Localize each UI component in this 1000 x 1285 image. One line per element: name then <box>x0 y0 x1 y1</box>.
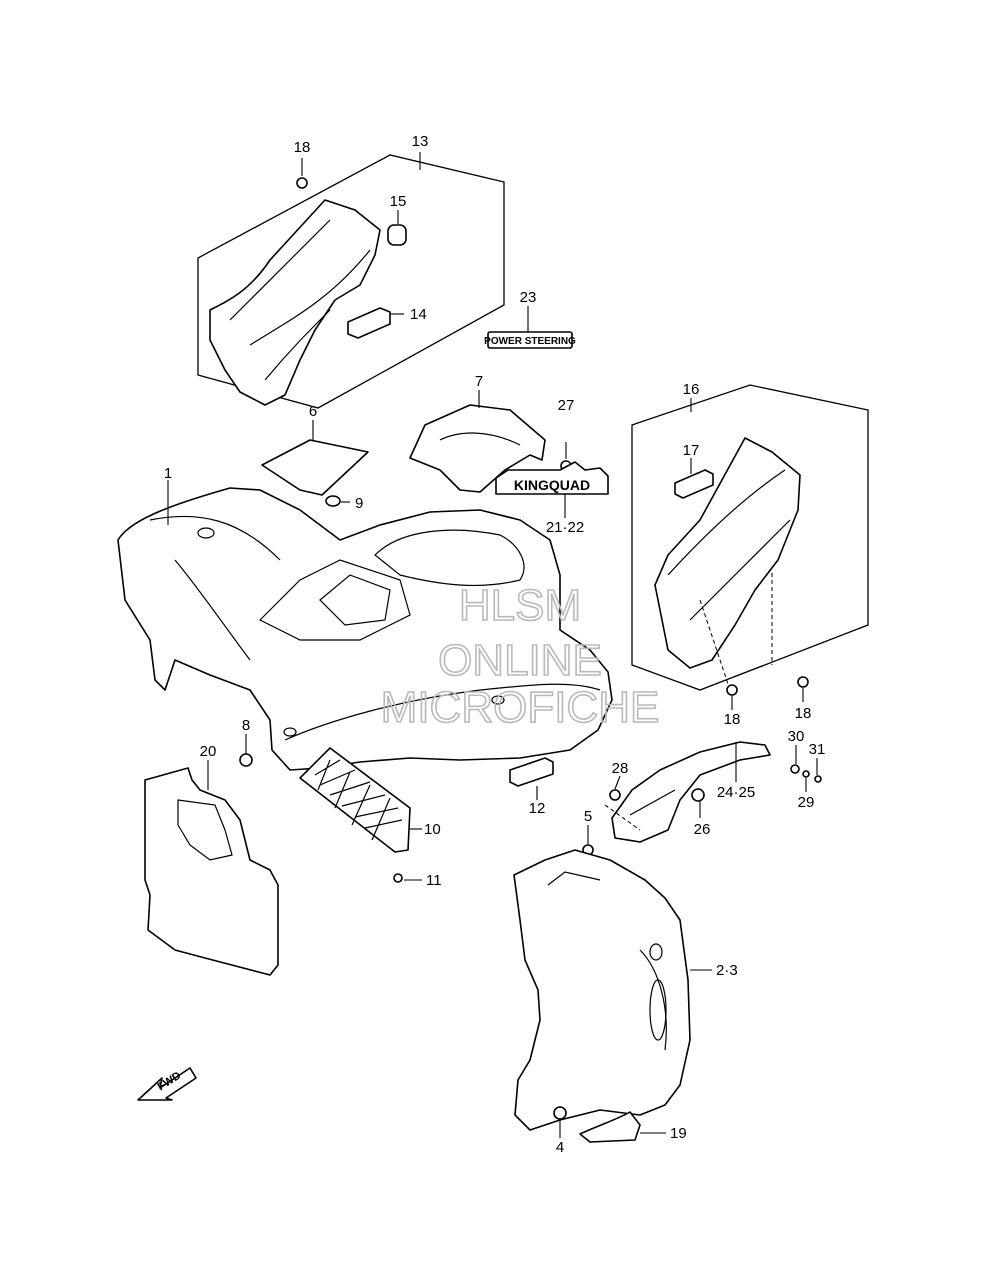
callout-14: 14 <box>410 306 427 323</box>
callout-26: 26 <box>694 821 711 838</box>
front-fender-1 <box>117 480 613 771</box>
callout-16: 16 <box>683 381 700 398</box>
callout-1: 1 <box>164 465 172 482</box>
fwd-arrow-icon: FWD <box>137 1067 197 1101</box>
lid-6 <box>261 420 369 496</box>
grille-10 <box>299 747 422 853</box>
inner-fender-2-3 <box>513 849 712 1131</box>
callout-5: 5 <box>584 808 592 825</box>
callout-7: 7 <box>475 373 483 390</box>
pad-12 <box>509 757 554 800</box>
power-steering-label: POWER STEERING <box>484 336 576 347</box>
kingquad-label: KINGQUAD <box>514 477 590 493</box>
callout-2-3: 2·3 <box>716 962 738 979</box>
bolt-8 <box>239 734 253 767</box>
callout-6: 6 <box>309 403 317 420</box>
callout-10: 10 <box>424 821 441 838</box>
bracket-24-25 <box>604 741 771 843</box>
callout-30: 30 <box>788 728 805 745</box>
watermark-line1: HLSM <box>459 581 581 630</box>
callout-9: 9 <box>355 495 363 512</box>
callout-28: 28 <box>612 760 629 777</box>
callout-18-mid: 18 <box>724 711 741 728</box>
bolt-18-pair <box>726 676 809 710</box>
callout-24-25: 24·25 <box>717 784 755 801</box>
panel-20 <box>144 760 279 976</box>
cover-7 <box>409 390 546 493</box>
callout-4: 4 <box>556 1139 564 1156</box>
kit-box-16 <box>631 384 869 691</box>
power-steering-badge-23: POWER STEERING <box>484 306 576 349</box>
watermark: HLSM ONLINE MICROFICHE <box>380 580 660 733</box>
callout-21-22: 21·22 <box>546 519 584 536</box>
callout-19: 19 <box>670 1125 687 1142</box>
callout-15: 15 <box>390 193 407 210</box>
callout-17: 17 <box>683 442 700 459</box>
screw-11 <box>393 873 422 883</box>
kingquad-badge-21-22: KINGQUAD <box>495 461 609 518</box>
callout-8: 8 <box>242 717 250 734</box>
pad-19 <box>579 1111 666 1143</box>
watermark-line3: MICROFICHE <box>381 683 660 732</box>
kit-box-13 <box>197 152 505 409</box>
callout-20: 20 <box>200 743 217 760</box>
watermark-line2: ONLINE <box>438 636 602 685</box>
callout-27: 27 <box>558 397 575 414</box>
callout-12: 12 <box>529 800 546 817</box>
callout-13: 13 <box>412 133 429 150</box>
bolt-4 <box>553 1106 567 1138</box>
callout-29: 29 <box>798 794 815 811</box>
grommet-9 <box>325 495 350 507</box>
bolt-5 <box>582 825 594 856</box>
callout-11: 11 <box>426 872 442 889</box>
bolts-29-30-31 <box>790 745 822 792</box>
callout-31: 31 <box>809 741 826 758</box>
callout-labels: 13 18 15 14 23 16 7 27 6 17 1 9 21·22 18… <box>164 133 826 1156</box>
callout-18-top: 18 <box>294 139 311 156</box>
callout-18-right: 18 <box>795 705 812 722</box>
callout-23: 23 <box>520 289 537 306</box>
